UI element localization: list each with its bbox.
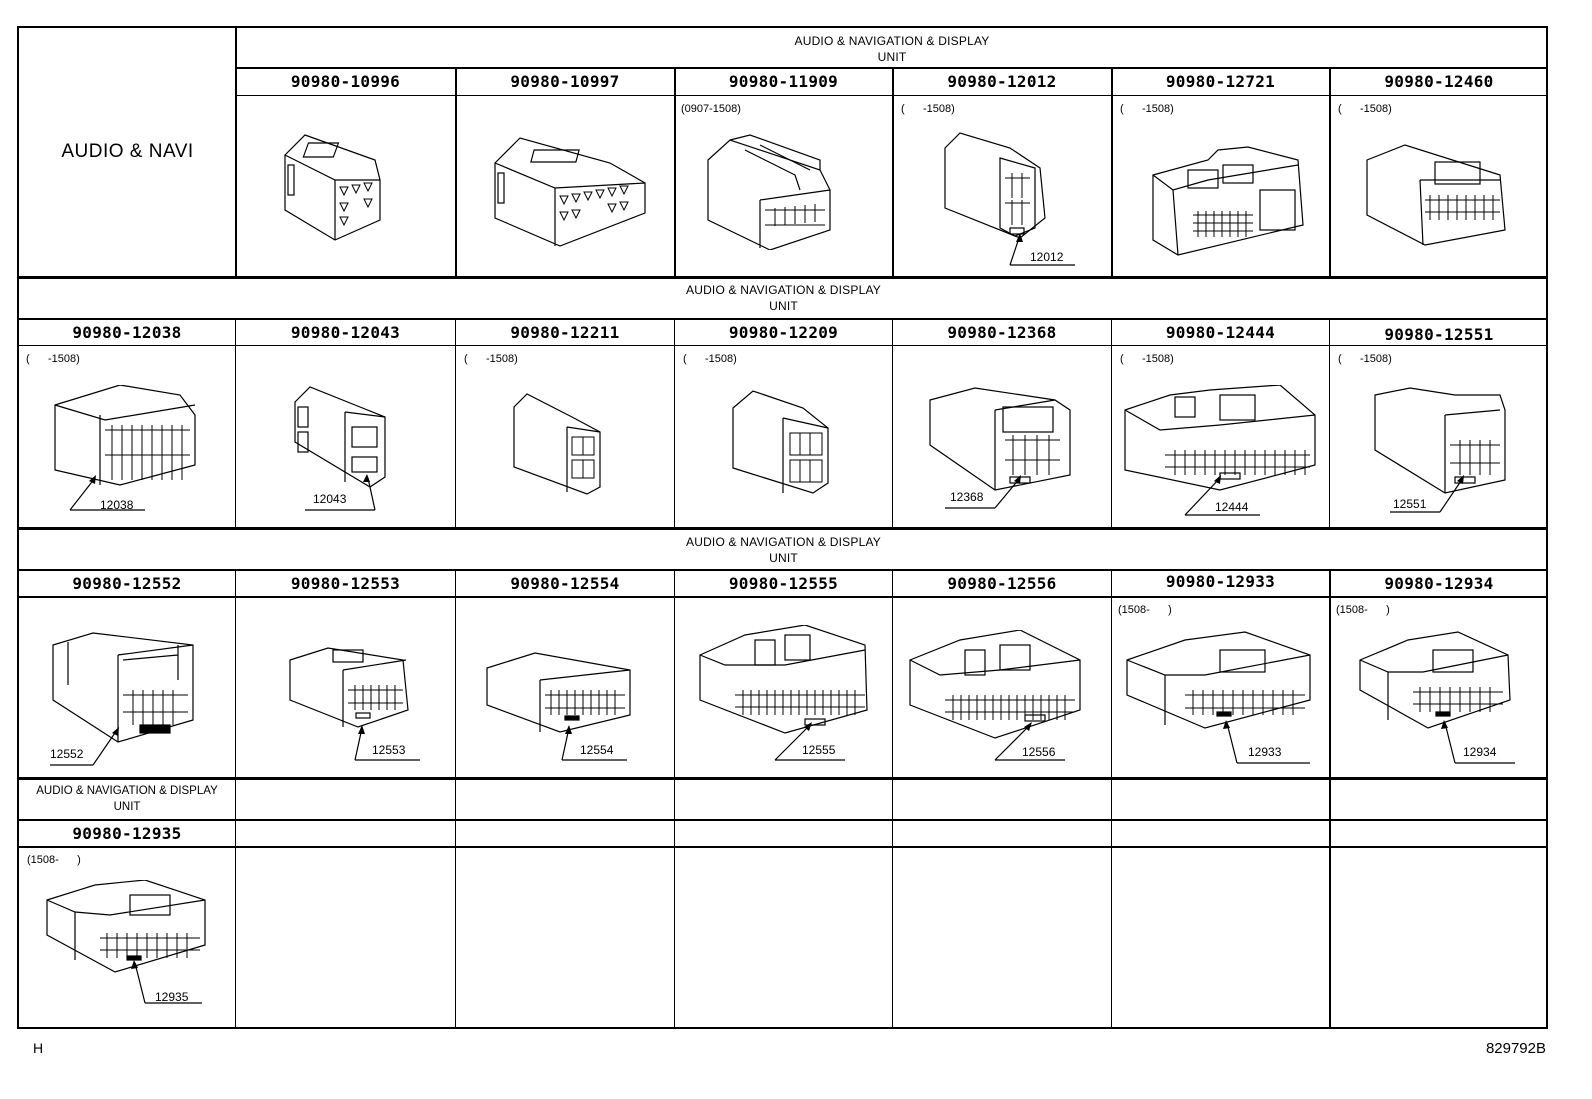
part-number-90980-12444[interactable]: 90980-12444: [1165, 322, 1276, 342]
callout-arrow-12553: [354, 725, 420, 761]
part-number-90980-12935[interactable]: 90980-12935: [72, 823, 182, 843]
part-number-90980-12556[interactable]: 90980-12556: [947, 573, 1057, 593]
part-number-90980-10997[interactable]: 90980-10997: [510, 72, 620, 91]
connector-drawing-12038: [50, 385, 200, 490]
date-note: (0907-1508): [681, 103, 741, 115]
callout-arrow-12933: [1223, 720, 1310, 764]
part-number-90980-12209[interactable]: 90980-12209: [728, 322, 839, 342]
part-number-90980-12555[interactable]: 90980-12555: [728, 573, 839, 593]
callout-arrow-12934: [1441, 720, 1515, 764]
part-number-90980-12934[interactable]: 90980-12934: [1384, 573, 1494, 593]
group-header-row4: AUDIO & NAVIGATION & DISPLAY UNIT: [36, 785, 218, 813]
date-note: ( -1508): [26, 353, 80, 365]
connector-drawing-12933: [1125, 630, 1315, 730]
callout-arrow-12551: [1390, 475, 1464, 513]
callout-label-12933: 12933: [1248, 745, 1282, 759]
connector-drawing-12368: [925, 385, 1075, 495]
date-note: ( -1508): [901, 103, 955, 115]
connector-drawing-12553: [288, 645, 413, 730]
connector-drawing-12043: [290, 382, 400, 492]
callout-arrow-12444: [1184, 475, 1260, 516]
group-header-row1: AUDIO & NAVIGATION & DISPLAY UNIT: [794, 34, 990, 64]
part-number-90980-12460[interactable]: 90980-12460: [1384, 72, 1494, 91]
callout-arrow-12012: [1009, 233, 1075, 266]
connector-drawing-10996: [280, 125, 420, 245]
callout-label-12444: 12444: [1215, 500, 1249, 514]
row-label-audio-navi: AUDIO & NAVI: [61, 141, 194, 162]
connector-drawing-12934: [1358, 630, 1513, 730]
part-number-90980-12551[interactable]: 90980-12551: [1384, 324, 1494, 344]
date-note: ( -1508): [1120, 103, 1174, 115]
part-number-90980-12933[interactable]: 90980-12933: [1165, 571, 1276, 591]
connector-drawing-12211: [512, 392, 607, 497]
part-number-90980-12038[interactable]: 90980-12038: [72, 322, 182, 342]
connector-drawing-12552: [48, 630, 198, 745]
callout-label-12553: 12553: [372, 743, 406, 757]
callout-arrow-12552: [50, 727, 119, 766]
callout-arrow-12043: [305, 474, 376, 511]
connector-drawing-12551: [1370, 385, 1510, 495]
connector-drawing-10997: [490, 128, 650, 248]
date-note: ( -1508): [1338, 353, 1392, 365]
connector-drawing-12209: [728, 388, 833, 496]
connector-drawing-12935: [45, 880, 210, 975]
part-number-90980-12211[interactable]: 90980-12211: [510, 322, 620, 342]
callout-arrow-12556: [994, 722, 1065, 761]
callout-label-12935: 12935: [155, 990, 189, 1004]
date-note: (1508- ): [1336, 604, 1390, 616]
callout-label-12038: 12038: [100, 498, 134, 512]
callout-arrow-12554: [561, 725, 627, 761]
part-number-90980-12012[interactable]: 90980-12012: [947, 72, 1057, 91]
connector-drawing-12721: [1148, 145, 1308, 260]
date-note: (1508- ): [1118, 604, 1172, 616]
part-number-90980-12553[interactable]: 90980-12553: [290, 573, 401, 593]
sheet-code-left: H: [33, 1040, 44, 1056]
date-note: ( -1508): [1120, 353, 1174, 365]
date-note: ( -1508): [1338, 103, 1392, 115]
callout-label-12934: 12934: [1463, 745, 1497, 759]
callout-label-12368: 12368: [950, 490, 984, 504]
part-number-90980-12552[interactable]: 90980-12552: [72, 573, 182, 593]
part-number-90980-10996[interactable]: 90980-10996: [290, 72, 401, 91]
date-note: (1508- ): [27, 854, 81, 866]
group-header-row3: AUDIO & NAVIGATION & DISPLAY UNIT: [686, 535, 881, 565]
callout-label-12552: 12552: [50, 747, 84, 761]
connector-drawing-11909: [700, 130, 850, 250]
date-note: ( -1508): [683, 353, 737, 365]
part-number-90980-11909[interactable]: 90980-11909: [728, 72, 839, 91]
connector-drawing-12444: [1120, 385, 1320, 495]
connector-drawing-12554: [485, 650, 635, 735]
callout-label-12551: 12551: [1393, 497, 1427, 511]
part-number-90980-12721[interactable]: 90980-12721: [1165, 72, 1276, 91]
part-number-90980-12554[interactable]: 90980-12554: [510, 573, 620, 593]
callout-arrow-12935: [131, 960, 202, 1004]
connector-drawing-12556: [905, 630, 1085, 740]
callout-label-12555: 12555: [802, 743, 836, 757]
callout-label-12554: 12554: [580, 743, 614, 757]
part-number-90980-12368[interactable]: 90980-12368: [947, 322, 1057, 342]
connector-drawing-12012: [940, 128, 1050, 243]
callout-arrow-12555: [774, 722, 845, 761]
connector-drawing-12460: [1365, 140, 1510, 250]
callout-label-12043: 12043: [313, 492, 347, 506]
part-number-90980-12043[interactable]: 90980-12043: [290, 322, 401, 342]
callout-arrow-12368: [945, 475, 1021, 509]
illustration-number: 829792B: [1485, 1040, 1546, 1057]
callout-arrow-12038: [69, 475, 145, 511]
connector-drawing-12555: [695, 625, 870, 735]
group-header-row2: AUDIO & NAVIGATION & DISPLAY UNIT: [686, 283, 881, 313]
date-note: ( -1508): [464, 353, 518, 365]
callout-label-12556: 12556: [1022, 745, 1056, 759]
callout-label-12012: 12012: [1030, 250, 1064, 264]
